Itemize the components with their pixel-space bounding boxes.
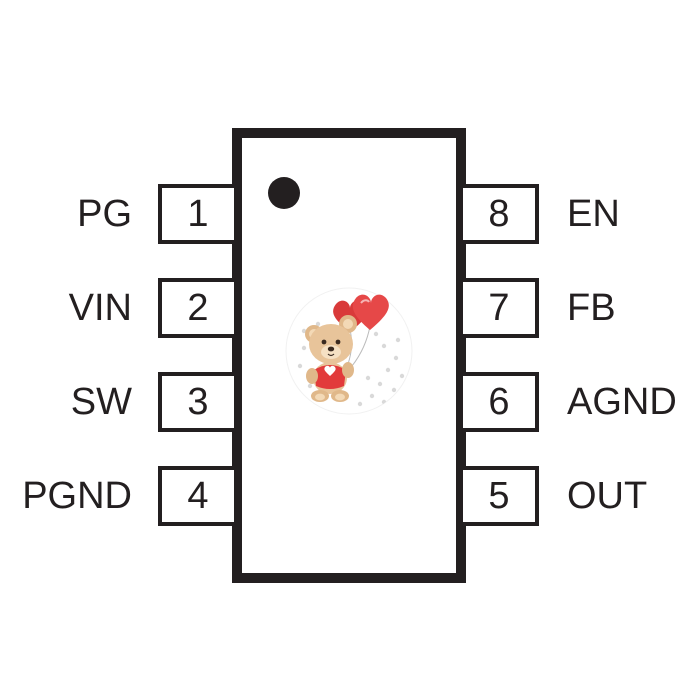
pin-4-box: 4: [158, 466, 234, 526]
pin-4-label: PGND: [22, 475, 132, 517]
pin-6-box: 6: [463, 372, 539, 432]
pin-7-label: FB: [567, 287, 616, 329]
pin-number: 8: [488, 192, 510, 235]
pin-number: 5: [488, 474, 510, 517]
pin-3-box: 3: [158, 372, 234, 432]
pin-5-box: 5: [463, 466, 539, 526]
pin-5-label: OUT: [567, 475, 648, 517]
pin-2-label: VIN: [68, 287, 132, 329]
pin-1-label: PG: [77, 193, 132, 235]
pin-1-box: 1: [158, 184, 234, 244]
pin-8-box: 8: [463, 184, 539, 244]
pin-number: 2: [187, 286, 209, 329]
pin1-indicator-dot: [268, 177, 300, 209]
pin-number: 1: [187, 192, 209, 235]
pin-number: 4: [187, 474, 209, 517]
ic-package-body: [232, 128, 466, 583]
pin-number: 3: [187, 380, 209, 423]
teddy-bear-icon: [285, 287, 413, 415]
pin-3-label: SW: [70, 381, 132, 423]
pin-2-box: 2: [158, 278, 234, 338]
pin-number: 7: [488, 286, 510, 329]
pin-number: 6: [488, 380, 510, 423]
pin-7-box: 7: [463, 278, 539, 338]
pin-6-label: AGND: [567, 381, 677, 423]
pin-8-label: EN: [567, 193, 620, 235]
